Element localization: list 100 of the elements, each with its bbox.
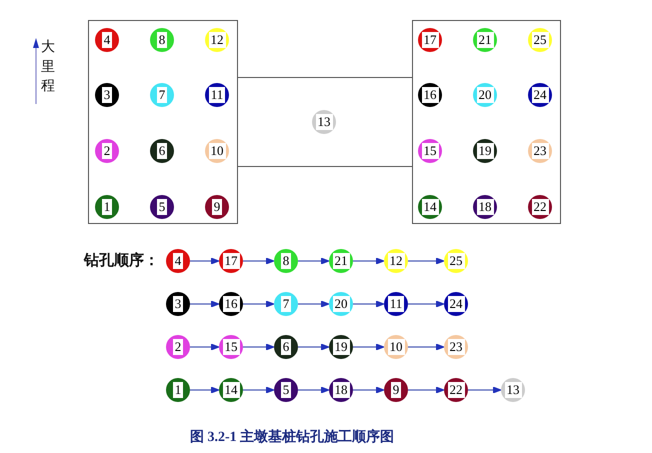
pile-circle [473,28,497,52]
pile-circle [384,249,408,273]
pile-number: 25 [448,253,464,269]
pile-number: 13 [316,114,332,130]
arrow [352,300,384,308]
pile-circle [95,139,119,163]
pile-circle [418,83,442,107]
arrow [298,386,330,394]
pile-circle [150,83,174,107]
pile-circle [418,28,442,52]
pile-number: 25 [532,32,548,48]
pile-number: 22 [448,382,464,398]
arrow [190,258,220,264]
pile-circle [444,249,468,273]
pile-number: 20 [476,87,494,103]
pile-circle [384,292,408,316]
arrow [242,386,274,394]
arrow [408,258,444,264]
pile-number: 7 [156,87,168,103]
pile-number: 16 [222,296,240,312]
pile-number: 14 [222,382,240,398]
pile-number: 19 [332,339,350,355]
pile-circle [95,83,119,107]
pile-number: 2 [172,339,184,355]
pile-circle [219,335,243,359]
pile-number: 20 [332,296,350,312]
pile-number: 8 [280,253,292,269]
pile-circle [528,195,552,219]
pile-circle [274,378,298,402]
pile-number: 2 [102,143,112,159]
pile-number: 19 [476,143,494,159]
pile-number: 8 [156,32,168,48]
pile-number: 23 [448,339,464,355]
pile-circle [166,292,190,316]
pile-circle [501,378,525,402]
pile-number: 24 [448,296,464,312]
pile-number: 1 [172,382,184,398]
pile-number: 1 [102,199,112,215]
arrow [242,300,274,308]
pile-circle [166,378,190,402]
arrow [190,300,220,308]
direction-label: 大里程 [41,38,55,96]
arrow [298,258,330,264]
pile-number: 7 [280,296,292,312]
pile-circle [384,378,408,402]
arrow [352,386,384,394]
pile-circle [205,83,229,107]
pile-circle [444,335,468,359]
arrow [298,300,330,308]
pile-circle [205,28,229,52]
pile-circle [418,139,442,163]
pile-cap-box [88,20,238,224]
pile-circle [205,195,229,219]
pile-number: 17 [422,32,438,48]
pile-number: 14 [422,199,438,215]
pile-circle [444,292,468,316]
arrow [242,258,274,264]
pile-circle [329,335,353,359]
pile-circle [329,292,353,316]
figure-caption: 图 3.2-1 主墩基桩钻孔施工顺序图 [190,428,394,446]
pile-number: 6 [156,143,168,159]
pile-number: 23 [532,143,548,159]
pile-number: 9 [212,199,222,215]
pile-circle [528,28,552,52]
pile-circle [473,139,497,163]
pile-circle [329,378,353,402]
arrow [468,386,502,394]
pile-circle [444,378,468,402]
pile-number: 9 [390,382,402,398]
pile-number: 22 [532,199,548,215]
pile-cap-box [412,20,561,224]
arrow [408,300,444,308]
pile-circle [166,249,190,273]
pile-circle [219,249,243,273]
pile-circle [384,335,408,359]
arrow [408,344,444,350]
arrow [190,344,220,350]
pile-circle [150,28,174,52]
pile-number: 12 [208,32,226,48]
pile-number: 11 [208,87,226,103]
pile-number: 12 [388,253,404,269]
pile-circle [150,195,174,219]
pile-circle [95,195,119,219]
pile-circle [205,139,229,163]
pile-number: 16 [422,87,438,103]
sequence-heading: 钻孔顺序： [84,251,159,270]
pile-number: 24 [532,87,548,103]
pile-circle [219,292,243,316]
pile-number: 6 [280,339,292,355]
pile-number: 21 [476,32,494,48]
pile-number: 15 [422,143,438,159]
arrow [242,344,274,350]
pile-number: 5 [156,199,168,215]
pile-number: 21 [332,253,350,269]
pile-number: 13 [504,382,522,398]
pile-number: 3 [172,296,184,312]
pile-circle [312,110,336,134]
pile-number: 3 [102,87,112,103]
pile-number: 4 [172,253,184,269]
pile-number: 10 [388,339,404,355]
